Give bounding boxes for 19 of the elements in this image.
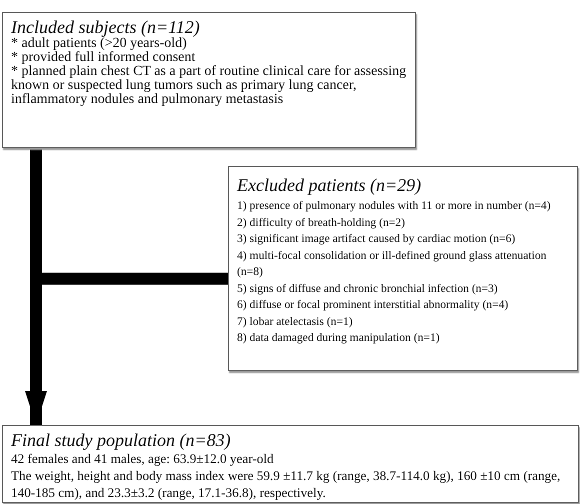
final-population-box xyxy=(2,425,579,503)
population-description: 42 females and 41 males, age: 63.9±12.0 year-old xyxy=(11,450,275,467)
inclusion-box xyxy=(2,12,416,148)
inclusion-criterion: * planned plain chest CT as a part of routine clinical care for assessing known or suspected lung tumors such as primary lung cancer, inflammatory nodules and pulmonary metastasis xyxy=(11,65,407,107)
exclusion-criterion: 1) presence of pulmonary nodules with 11 or more in number (n=4) xyxy=(237,198,552,214)
exclusion-criterion: 2) difficulty of breath-holding (n=2) xyxy=(237,214,406,230)
exclusion-criterion: 6) diffuse or focal prominent interstitial abnormality (n=4) xyxy=(237,297,510,313)
exclusion-criterion: 8) data damaged during manipulation (n=1) xyxy=(237,330,441,346)
exclusion-box xyxy=(228,166,578,371)
box-heading: Excluded patients (n=29) xyxy=(237,175,422,195)
exclusion-criterion: 4) multi-focal consolidation or ill-defined ground glass attenuation (n=8) xyxy=(237,248,548,280)
exclusion-criterion: 5) signs of diffuse and chronic bronchial infection (n=3) xyxy=(237,280,499,296)
inclusion-criterion: * adult patients (>20 years-old) xyxy=(11,37,187,51)
box-heading: Final study population (n=83) xyxy=(11,430,232,450)
inclusion-criterion: * provided full informed consent xyxy=(11,51,196,65)
box-heading: Included subjects (n=112) xyxy=(11,17,201,37)
population-description: The weight, height and body mass index were 59.9 ±11.7 kg (range, 38.7-114.0 kg), 160 ±10 cm (range, 140-185 cm), and 23.3±3.2 (range, 17.1-36.8), respectively. xyxy=(11,467,562,501)
exclusion-criterion: 7) lobar atelectasis (n=1) xyxy=(237,314,354,330)
exclusion-criterion: 3) significant image artifact caused by cardiac motion (n=6) xyxy=(237,231,516,247)
